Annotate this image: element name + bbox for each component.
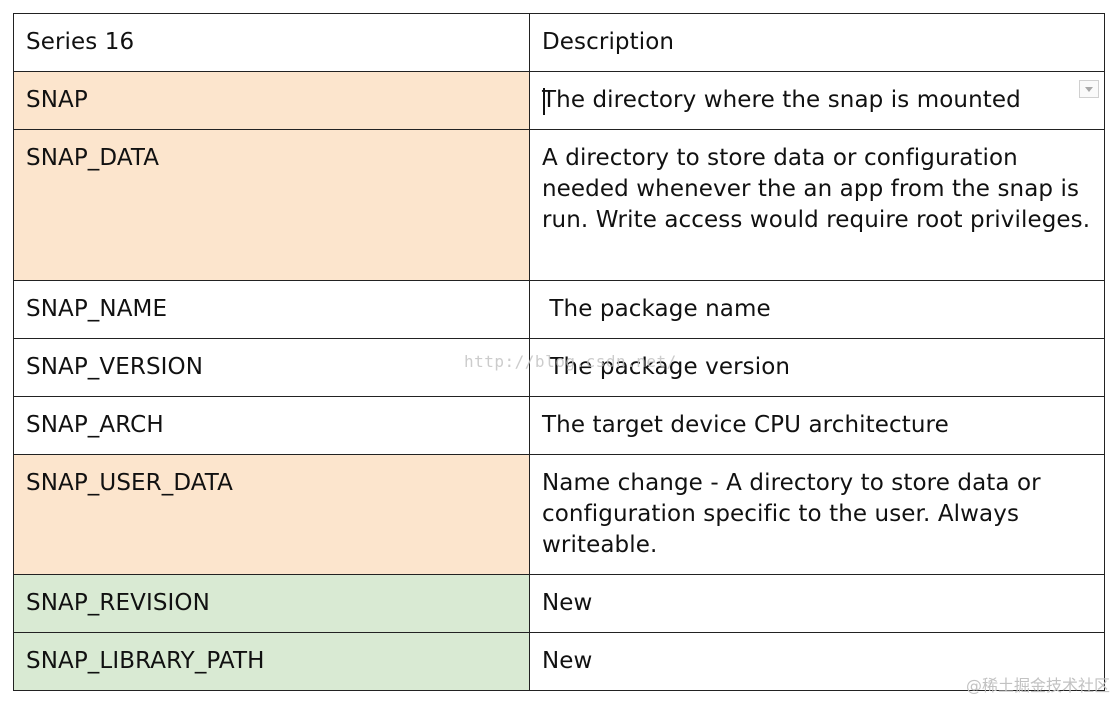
variable-description-cell[interactable]: New [529,632,1105,691]
table-row: SNAP The directory where the snap is mou… [13,71,1105,130]
variable-name: SNAP_VERSION [26,354,204,380]
table-row: SNAP_VERSION The package version [13,338,1105,397]
table-row: SNAP_USER_DATA Name change - A directory… [13,454,1105,575]
site-watermark: @稀土掘金技术社区 [965,676,1110,695]
variable-description: The package name [542,296,771,322]
variable-description: New [542,648,593,674]
variable-name: SNAP [26,87,88,113]
variable-description: New [542,590,593,616]
variable-description: Name change - A directory to store data … [542,470,1041,558]
variable-description-cell[interactable]: The package version [529,338,1105,397]
variable-description: A directory to store data or configurati… [542,145,1091,233]
variable-name-cell[interactable]: SNAP_REVISION [13,574,530,633]
snap-variables-table: Series 16 Description SNAP The directory… [13,13,1105,691]
cell-dropdown-icon[interactable] [1079,80,1099,98]
variable-description: The directory where the snap is mounted [542,87,1021,113]
variable-description-cell[interactable]: Name change - A directory to store data … [529,454,1105,575]
header-series-label: Series 16 [26,29,135,55]
variable-description-cell[interactable]: A directory to store data or configurati… [529,129,1105,281]
variable-name-cell[interactable]: SNAP_DATA [13,129,530,281]
variable-description-cell[interactable]: The directory where the snap is mounted [529,71,1105,130]
variable-description: The target device CPU architecture [542,412,949,438]
variable-description-cell[interactable]: The target device CPU architecture [529,396,1105,455]
table-row: SNAP_DATA A directory to store data or c… [13,129,1105,281]
variable-name-cell[interactable]: SNAP_NAME [13,280,530,339]
variable-name: SNAP_USER_DATA [26,470,234,496]
table-row: SNAP_LIBRARY_PATH New [13,632,1105,691]
header-description-label: Description [542,29,675,55]
blog-url-watermark: http://blog.csdn.net/ [464,352,677,371]
variable-name-cell[interactable]: SNAP_ARCH [13,396,530,455]
table-row: SNAP_REVISION New [13,574,1105,633]
table-row: SNAP_ARCH The target device CPU architec… [13,396,1105,455]
variable-name: SNAP_NAME [26,296,168,322]
table-header-row: Series 16 Description [13,13,1105,72]
variable-name-cell[interactable]: SNAP_VERSION [13,338,530,397]
variable-name-cell[interactable]: SNAP_LIBRARY_PATH [13,632,530,691]
header-series-cell[interactable]: Series 16 [13,13,530,72]
variable-name-cell[interactable]: SNAP_USER_DATA [13,454,530,575]
header-description-cell[interactable]: Description [529,13,1105,72]
variable-name: SNAP_REVISION [26,590,210,616]
text-cursor [543,88,545,115]
variable-name: SNAP_LIBRARY_PATH [26,648,265,674]
table-row: SNAP_NAME The package name [13,280,1105,339]
variable-name: SNAP_DATA [26,145,160,171]
variable-description-cell[interactable]: New [529,574,1105,633]
variable-name-cell[interactable]: SNAP [13,71,530,130]
variable-description: The package version [542,354,791,380]
variable-description-cell[interactable]: The package name [529,280,1105,339]
variable-name: SNAP_ARCH [26,412,164,438]
